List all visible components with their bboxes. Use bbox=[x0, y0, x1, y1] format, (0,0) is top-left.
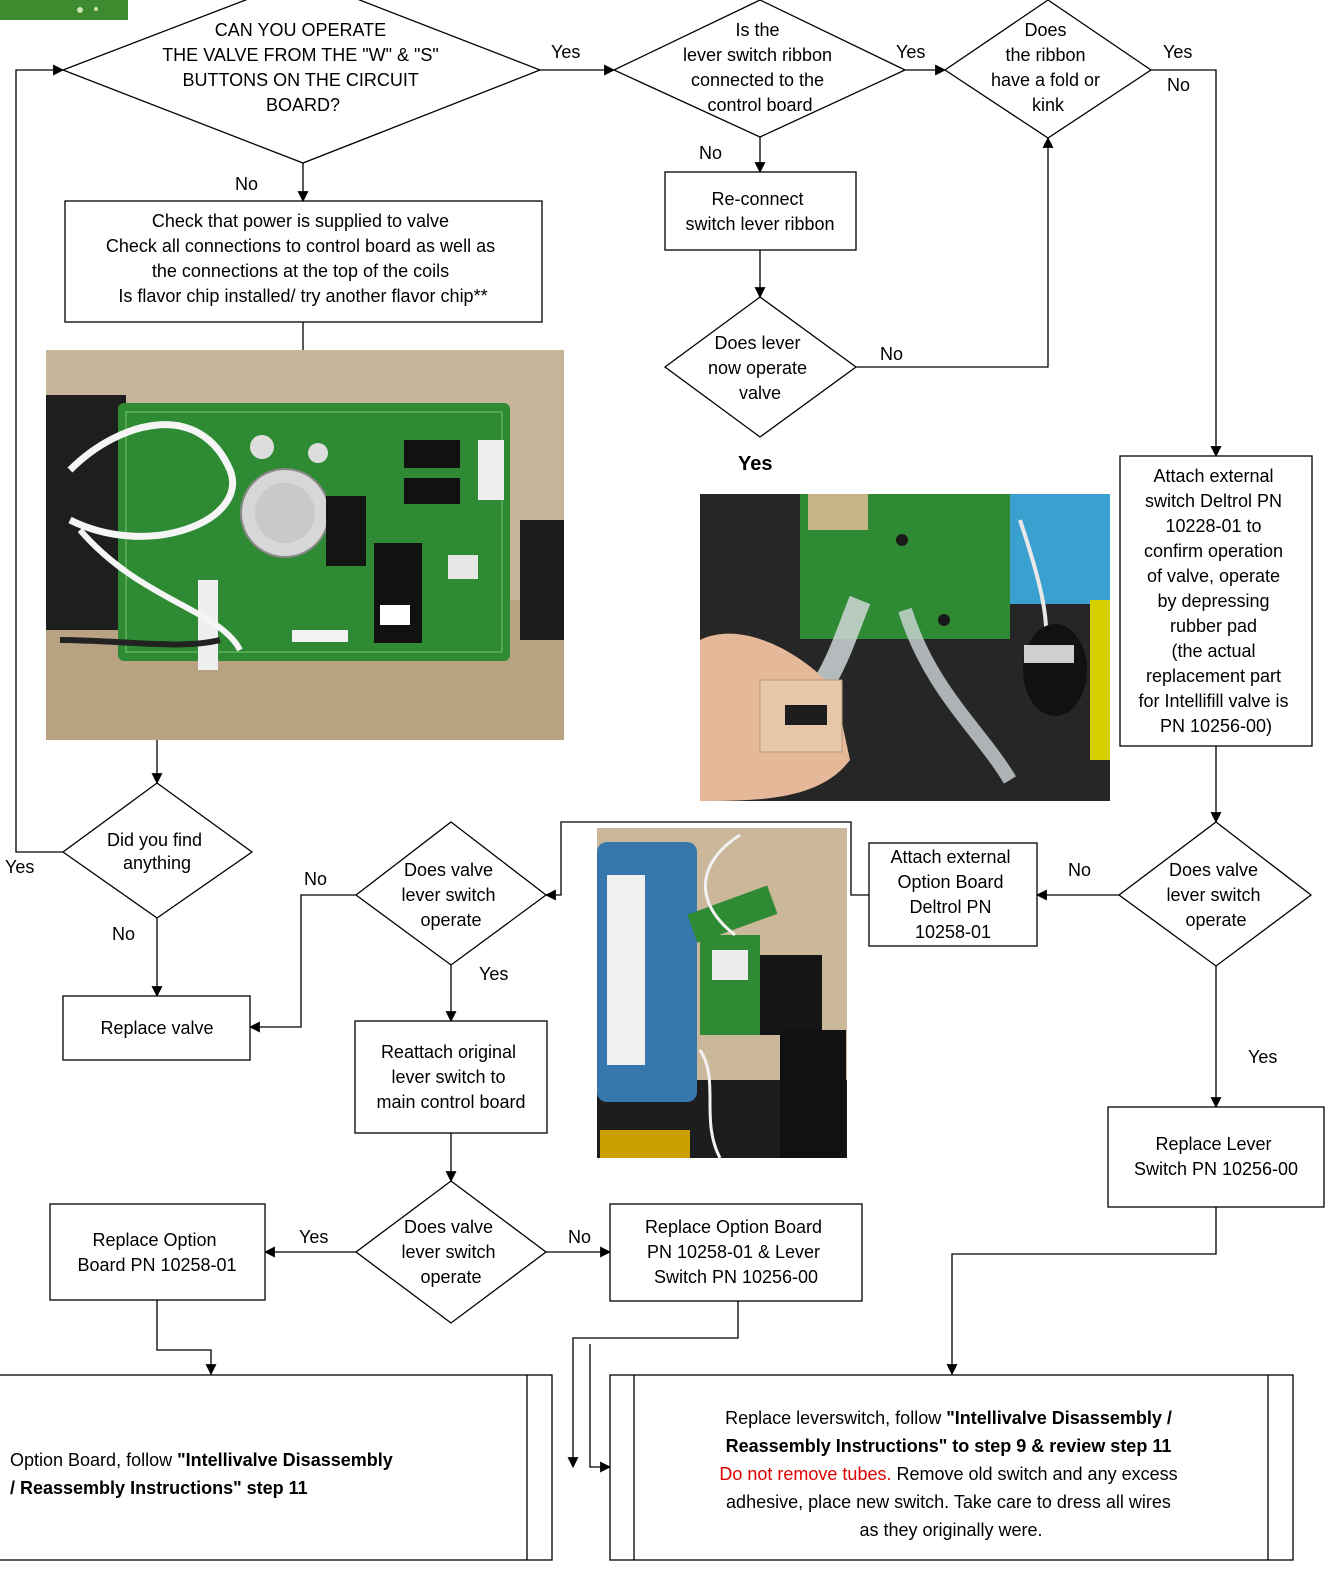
label-no-ribbon: No bbox=[699, 143, 722, 163]
decision-ribbon-connected-text: Is the lever switch ribbon connected to … bbox=[683, 20, 837, 115]
decision-valve-switch-low-text: Does valve lever switch operate bbox=[401, 1217, 500, 1287]
label-yes-mid: Yes bbox=[479, 964, 508, 984]
box-attach-external-switch-text: Attach external switch Deltrol PN 10228-… bbox=[1138, 466, 1293, 736]
decision-valve-switch-mid-text: Does valve lever switch operate bbox=[401, 860, 500, 930]
box-replace-lever-switch bbox=[1107, 1106, 1325, 1208]
decision-operate-buttons bbox=[61, 0, 542, 164]
decision-operate-buttons-text: CAN YOU OPERATE THE VALVE FROM THE "W" &… bbox=[162, 20, 444, 115]
box-attach-option-board-text: Attach external Option Board Deltrol PN … bbox=[890, 847, 1015, 942]
circuit-board-photo bbox=[46, 350, 564, 740]
box-replace-valve-text: Replace valve bbox=[100, 1018, 213, 1038]
box-final-left-text: Option Board, follow "Intellivalve Disas… bbox=[10, 1450, 398, 1498]
box-check-power-text: Check that power is supplied to valve Ch… bbox=[106, 211, 500, 306]
box-attach-option-board bbox=[868, 842, 1038, 947]
label-yes-low: Yes bbox=[299, 1227, 328, 1247]
decision-find-anything-text: Did you find anything bbox=[107, 830, 207, 873]
box-replace-option-and-switch-text: Replace Option Board PN 10258-01 & Lever… bbox=[645, 1217, 827, 1287]
box-replace-option-board bbox=[49, 1203, 266, 1301]
box-replace-option-and-switch bbox=[609, 1203, 863, 1302]
label-yes-right: Yes bbox=[1248, 1047, 1277, 1067]
label-no-operate: No bbox=[235, 174, 258, 194]
box-reconnect-ribbon bbox=[664, 171, 857, 251]
connectors bbox=[15, 64, 1222, 1473]
decision-find-anything bbox=[61, 782, 254, 919]
box-check-power bbox=[64, 200, 543, 323]
label-no-lever-now: No bbox=[880, 344, 903, 364]
label-no-fold: No bbox=[1167, 75, 1190, 95]
box-final-right-text: Replace leverswitch, follow "Intellivalv… bbox=[719, 1408, 1182, 1540]
decision-valve-switch-right bbox=[1117, 821, 1313, 967]
option-board-photo bbox=[597, 828, 847, 1159]
decision-valve-switch-mid bbox=[354, 821, 548, 966]
box-final-right bbox=[609, 1374, 1294, 1561]
decision-ribbon-fold bbox=[943, 0, 1153, 139]
box-replace-lever-switch-text: Replace Lever Switch PN 10256-00 bbox=[1134, 1134, 1298, 1179]
corner-photo-fragment bbox=[0, 0, 128, 20]
edge-labels: Yes Yes Yes No No No No Yes Yes No No Ye… bbox=[5, 42, 1277, 1247]
label-yes-2: Yes bbox=[896, 42, 925, 62]
label-yes-1: Yes bbox=[551, 42, 580, 62]
decision-lever-now bbox=[663, 296, 858, 438]
decision-valve-switch-right-text: Does valve lever switch operate bbox=[1166, 860, 1265, 930]
label-yes-lever-now: Yes bbox=[738, 453, 772, 475]
box-attach-external-switch bbox=[1119, 455, 1313, 747]
box-replace-valve bbox=[62, 995, 251, 1061]
label-yes-find: Yes bbox=[5, 857, 34, 877]
decision-ribbon-connected bbox=[612, 0, 907, 138]
box-reattach-switch bbox=[354, 1020, 548, 1134]
decision-ribbon-fold-text: Does the ribbon have a fold or kink bbox=[991, 20, 1105, 115]
decision-lever-now-text: Does lever now operate valve bbox=[708, 333, 812, 403]
decision-valve-switch-low bbox=[354, 1180, 548, 1324]
box-final-left bbox=[0, 1374, 553, 1561]
label-no-find: No bbox=[112, 924, 135, 944]
box-reattach-switch-text: Reattach original lever switch to main c… bbox=[376, 1042, 525, 1112]
box-replace-option-board-text: Replace Option Board PN 10258-01 bbox=[77, 1230, 236, 1275]
ribbon-switch-photo bbox=[700, 494, 1110, 801]
label-yes-3: Yes bbox=[1163, 42, 1192, 62]
label-no-low: No bbox=[568, 1227, 591, 1247]
label-no-mid: No bbox=[304, 869, 327, 889]
label-no-right: No bbox=[1068, 860, 1091, 880]
box-reconnect-ribbon-text: Re-connect switch lever ribbon bbox=[685, 189, 834, 234]
